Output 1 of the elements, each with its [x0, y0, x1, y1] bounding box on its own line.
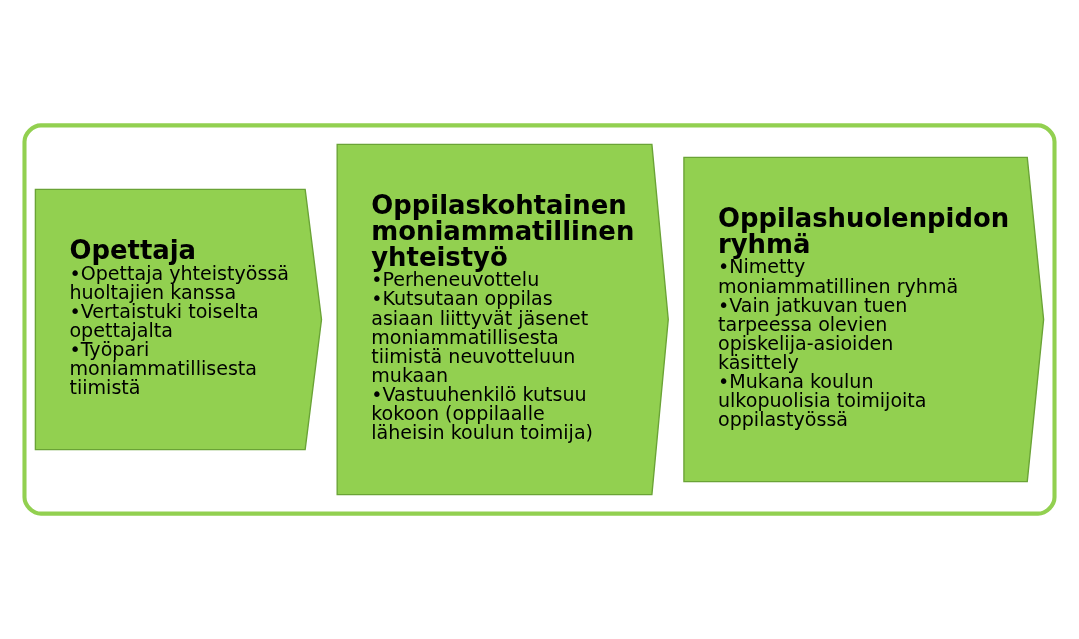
cluster	[22, 123, 1057, 516]
